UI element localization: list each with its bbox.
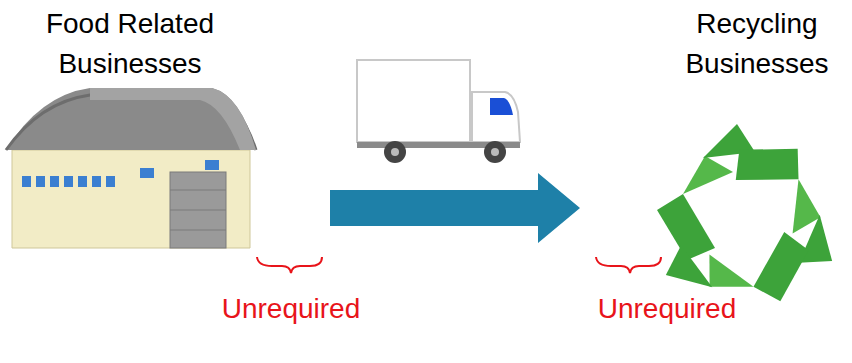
warehouse-door (170, 172, 226, 248)
truck-cab (472, 92, 520, 142)
warehouse-window (36, 176, 45, 187)
note-label: Unrequired (222, 291, 361, 327)
warehouse-roof-shade (90, 88, 256, 150)
brace (596, 257, 661, 273)
warehouse-wall (12, 150, 250, 248)
warehouse-window (205, 160, 219, 170)
truck-hub (491, 148, 499, 156)
door-line (170, 230, 226, 231)
door-line (170, 210, 226, 211)
node-heading: Food Related Businesses (0, 4, 260, 84)
business-node: Recycling Businesses (580, 0, 852, 330)
warehouse-illustration (6, 88, 256, 248)
warehouse-roof (6, 88, 256, 150)
flow-arrow (330, 173, 580, 243)
warehouse-window (78, 176, 87, 187)
business-node: Food Related Businesses (0, 0, 330, 255)
truck-cargo (357, 60, 470, 142)
node-heading: Recycling Businesses (672, 4, 842, 84)
recycle-arrow (657, 124, 755, 260)
brace (257, 257, 322, 273)
warehouse-window (22, 176, 31, 187)
truck-hub (391, 148, 399, 156)
truck-wheel (484, 141, 506, 163)
truck-window (490, 98, 513, 115)
warehouse-window (50, 176, 59, 187)
warehouse-window (106, 176, 115, 187)
door-line (170, 190, 226, 191)
truck-illustration (357, 60, 520, 163)
warehouse-window (140, 168, 154, 178)
warehouse-window (64, 176, 73, 187)
note-label: Unrequired (598, 291, 737, 327)
warehouse-window (92, 176, 101, 187)
truck-wheel (384, 141, 406, 163)
